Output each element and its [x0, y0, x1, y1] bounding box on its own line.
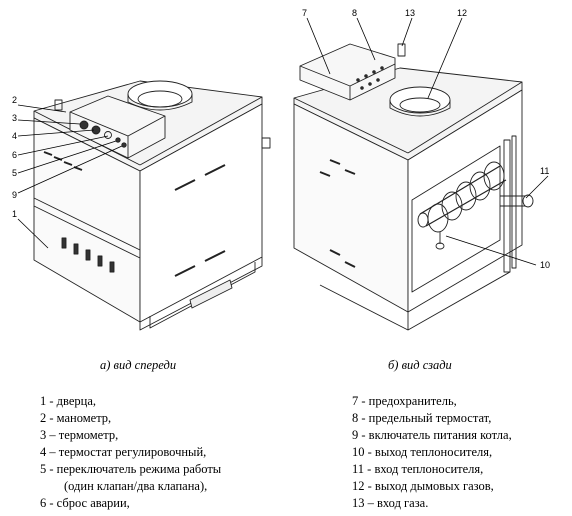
- callout-13: 13: [405, 8, 415, 18]
- callout-6: 6: [12, 150, 17, 160]
- back-view-drawing: [293, 43, 534, 331]
- legend-item: 9 - включатель питания котла,: [352, 428, 512, 442]
- legend-item: 7 - предохранитель,: [352, 394, 457, 408]
- callout-8: 8: [352, 8, 357, 18]
- legend-item: 11 - вход теплоносителя,: [352, 462, 484, 476]
- legend-item: (один клапан/два клапана),: [64, 479, 208, 493]
- back-view-caption: б) вид сзади: [388, 358, 452, 372]
- callout-5: 5: [12, 168, 17, 178]
- leader-lines: [17, 17, 549, 266]
- legend-item: 8 - предельный термостат,: [352, 411, 492, 425]
- callout-11: 11: [540, 166, 549, 176]
- legend-item: 13 – вход газа.: [352, 496, 429, 510]
- legend-item: 12 - выход дымовых газов,: [352, 479, 494, 493]
- callout-1: 1: [12, 209, 17, 219]
- legend-item: 5 - переключатель режима работы: [40, 462, 222, 476]
- front-view-drawing: [33, 80, 271, 331]
- legend-item: 10 - выход теплоносителя,: [352, 445, 493, 459]
- legend-item: 4 – термостат регулировочный,: [40, 445, 207, 459]
- boiler-drawings: 2 3 4 6 5 9 1 7 8 13 12 11 10: [12, 8, 550, 331]
- legend-item: 3 – термометр,: [40, 428, 119, 442]
- callout-9: 9: [12, 190, 17, 200]
- callout-2: 2: [12, 95, 17, 105]
- front-view-caption: а) вид спереди: [100, 358, 177, 372]
- callout-4: 4: [12, 131, 17, 141]
- callout-3: 3: [12, 113, 17, 123]
- callout-labels: 2 3 4 6 5 9 1 7 8 13 12 11 10: [12, 8, 550, 270]
- legend-item: 2 - манометр,: [40, 411, 112, 425]
- callout-12: 12: [457, 8, 467, 18]
- callout-10: 10: [540, 260, 550, 270]
- legend-item: 6 - сброс аварии,: [40, 496, 130, 510]
- callout-7: 7: [302, 8, 307, 18]
- legend-item: 1 - дверца,: [40, 394, 97, 408]
